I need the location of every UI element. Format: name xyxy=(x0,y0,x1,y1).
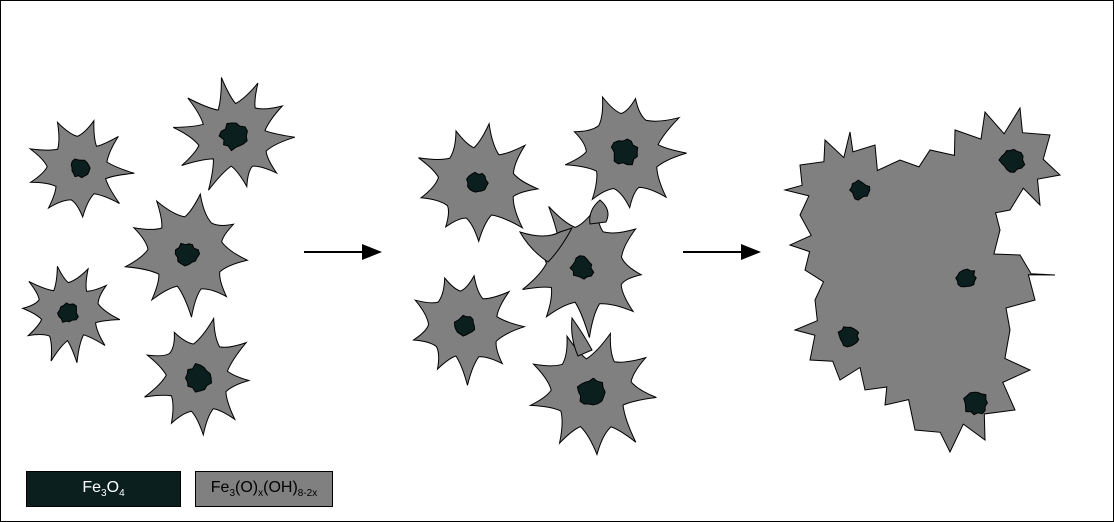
legend-oxyhydroxide-label: Fe3(O)x(OH)8-2x xyxy=(211,479,317,499)
legend-fe3o4-label: Fe3O4 xyxy=(82,479,124,499)
legend-oxyhydroxide: Fe3(O)x(OH)8-2x xyxy=(195,471,333,507)
neck-bridge xyxy=(590,200,608,224)
legend-fe3o4: Fe3O4 xyxy=(26,471,181,507)
magnetite-core xyxy=(964,392,988,414)
